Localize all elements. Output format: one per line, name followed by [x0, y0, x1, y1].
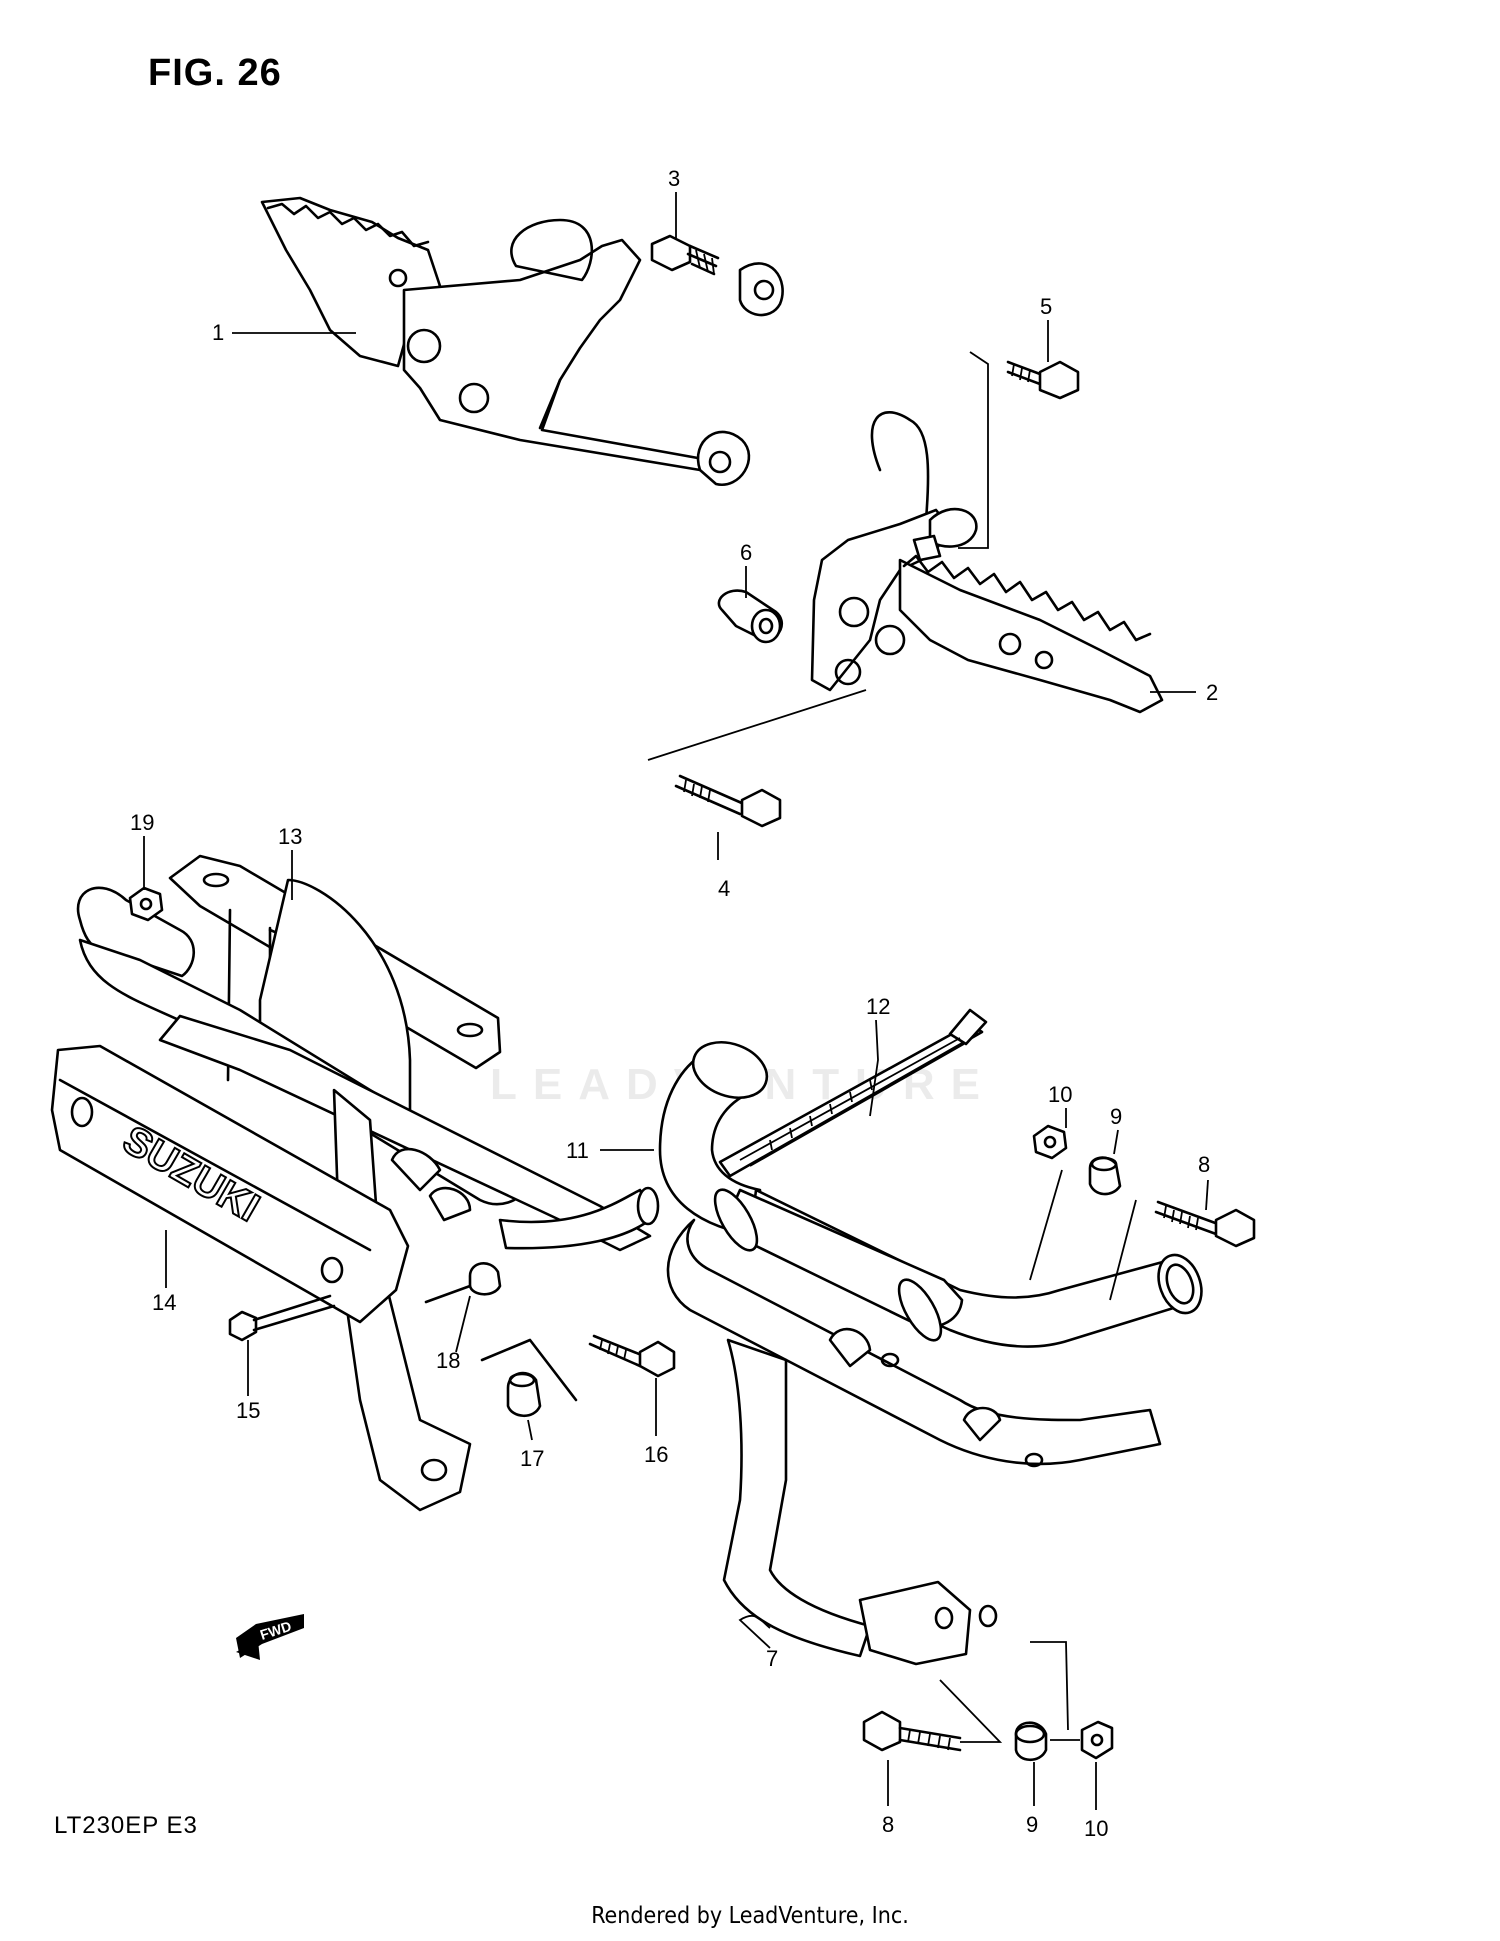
callout-6: 6: [740, 540, 752, 565]
nut-19: [128, 886, 164, 922]
callout-2: 2: [1206, 680, 1218, 705]
bolt-5: [958, 351, 1080, 549]
muffler-assembly: SUZUKI: [50, 854, 660, 1512]
mount-hardware-left: [424, 1262, 676, 1418]
callout-8a: 8: [1198, 1152, 1210, 1177]
callout-11: 11: [566, 1138, 589, 1163]
callout-8b: 8: [882, 1812, 894, 1837]
callout-3: 3: [668, 166, 680, 191]
bolt-3: [650, 234, 720, 276]
footer-credit: Rendered by LeadVenture, Inc.: [591, 1903, 909, 1929]
callout-7: 7: [766, 1646, 778, 1671]
callout-12: 12: [866, 994, 890, 1019]
callout-17: 17: [520, 1446, 544, 1471]
callout-18: 18: [436, 1348, 460, 1373]
forward-arrow-icon: FWD: [236, 1614, 304, 1660]
figure-title: FIG. 26: [148, 52, 282, 94]
callout-9a: 9: [1110, 1104, 1122, 1129]
callout-13: 13: [278, 824, 302, 849]
mount-hardware-right-top: [1029, 1124, 1256, 1301]
callout-16: 16: [644, 1442, 668, 1467]
exhaust-pipe-right: [658, 1008, 1203, 1666]
callout-4: 4: [718, 876, 730, 901]
callout-19: 19: [130, 810, 154, 835]
mount-hardware-right-bottom: [862, 1641, 1114, 1762]
bushing-6: [717, 589, 783, 644]
screw-15: [228, 1294, 336, 1342]
callout-labels: 1 2 3 4 5 6 7 8 8 9 9 10 10 11 12 13 14 …: [130, 166, 1218, 1841]
callout-10b: 10: [1084, 1816, 1108, 1841]
callout-10a: 10: [1048, 1082, 1072, 1107]
callout-1: 1: [212, 320, 224, 345]
callout-15: 15: [236, 1398, 260, 1423]
leader-lines: [143, 192, 1209, 1810]
callout-5: 5: [1040, 294, 1052, 319]
model-code: LT230EP E3: [54, 1812, 198, 1839]
right-footrest-bracket: [647, 411, 1164, 761]
callout-9b: 9: [1026, 1812, 1038, 1837]
left-footrest-bracket: [260, 196, 784, 487]
bolt-4: [674, 774, 782, 828]
fwd-label: FWD: [258, 1618, 293, 1643]
callout-14: 14: [152, 1290, 176, 1315]
